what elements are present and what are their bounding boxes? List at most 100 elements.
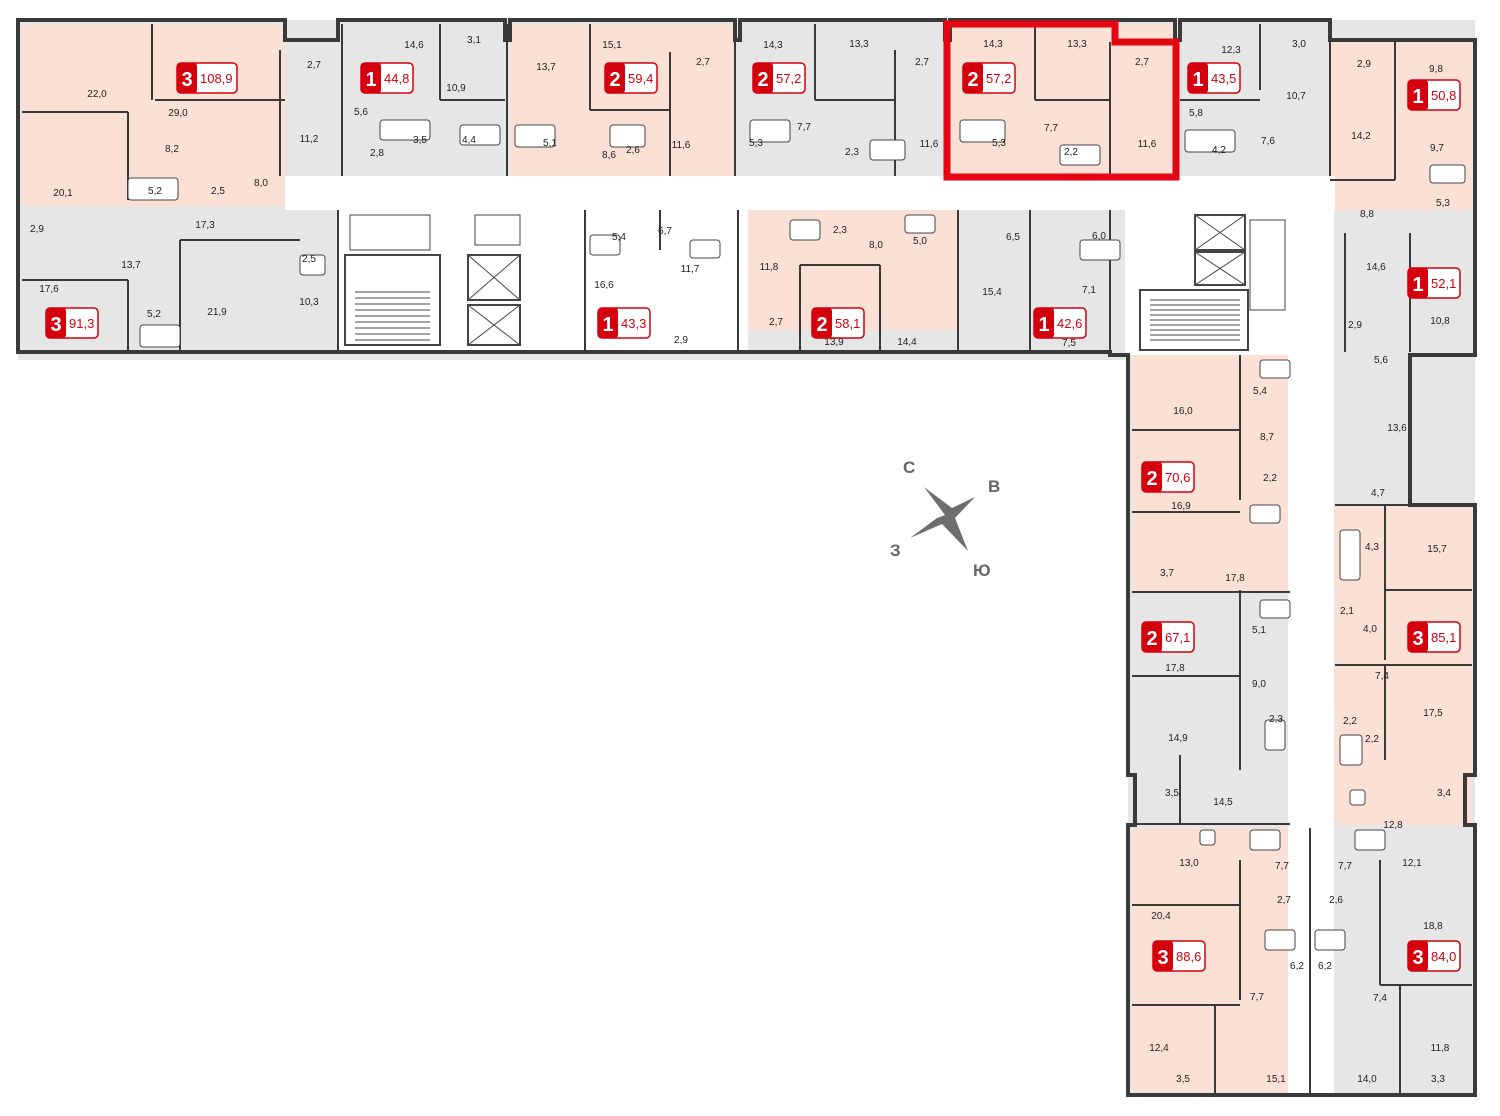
room-area-label: 6,7 — [658, 226, 672, 237]
badge-area: 42,6 — [1057, 316, 1082, 331]
badge-room-box — [605, 63, 625, 93]
room-area-label: 4,3 — [1365, 542, 1379, 553]
room-area-label: 2,7 — [915, 57, 929, 68]
badge-area: 84,0 — [1431, 949, 1456, 964]
badge-area: 44,8 — [384, 71, 409, 86]
room-area-label: 14,9 — [1168, 733, 1188, 744]
badge-room-count: 1 — [365, 69, 376, 91]
badge-area: 91,3 — [69, 316, 94, 331]
badge-area: 43,5 — [1211, 71, 1236, 86]
room-area-label: 13,9 — [824, 337, 844, 348]
room-area-label: 6,2 — [1318, 961, 1332, 972]
room-area-label: 20,4 — [1151, 911, 1171, 922]
room-area-label: 13,3 — [1067, 39, 1087, 50]
compass-star-icon — [910, 487, 975, 551]
room-area-label: 2,8 — [370, 148, 384, 159]
compass-north: С — [903, 458, 915, 477]
badge-room-count: 3 — [181, 69, 192, 91]
room-area-label: 2,7 — [696, 57, 710, 68]
room-area-label: 3,3 — [1431, 1074, 1445, 1085]
room-area-label: 12,3 — [1221, 45, 1241, 56]
badge-room-count: 1 — [1412, 274, 1423, 296]
room-area-label: 5,6 — [354, 107, 368, 118]
badge-room-box — [1142, 462, 1162, 492]
room-area-label: 7,7 — [1250, 992, 1264, 1003]
room-area-label: 13,0 — [1179, 858, 1199, 869]
room-area-label: 2,3 — [833, 225, 847, 236]
room-area-label: 13,7 — [536, 62, 556, 73]
room-area-label: 17,5 — [1423, 708, 1443, 719]
room-area-label: 17,8 — [1165, 663, 1185, 674]
badge-area: 57,2 — [986, 71, 1011, 86]
compass-west: З — [890, 541, 901, 560]
room-area-label: 7,7 — [1275, 861, 1289, 872]
room-area-label: 8,6 — [602, 150, 616, 161]
room-area-label: 3,1 — [467, 35, 481, 46]
room-area-label: 6,0 — [1092, 231, 1106, 242]
room-area-label: 2,5 — [211, 186, 225, 197]
room-area-label: 22,0 — [87, 89, 107, 100]
room-area-label: 2,9 — [1348, 320, 1362, 331]
room-area-label: 5,4 — [612, 232, 626, 243]
room-area-label: 5,8 — [1189, 108, 1203, 119]
badge-room-box — [361, 63, 381, 93]
room-area-label: 14,6 — [1366, 262, 1386, 273]
badge-area: 50,8 — [1431, 88, 1456, 103]
badge-area: 67,1 — [1165, 630, 1190, 645]
room-area-label: 3,0 — [1292, 39, 1306, 50]
badge-room-count: 2 — [609, 69, 620, 91]
room-area-label: 7,6 — [1261, 136, 1275, 147]
room-area-label: 15,1 — [602, 40, 622, 51]
room-area-label: 11,8 — [760, 262, 779, 273]
room-area-label: 6,2 — [1290, 961, 1304, 972]
room-area-label: 5,3 — [749, 138, 763, 149]
badge-room-box — [753, 63, 773, 93]
badge-room-count: 2 — [1146, 628, 1157, 650]
room-area-label: 3,5 — [413, 135, 427, 146]
badge-area: 59,4 — [628, 71, 653, 86]
room-area-label: 2,9 — [674, 335, 688, 346]
badge-area: 70,6 — [1165, 470, 1190, 485]
room-area-label: 14,3 — [983, 39, 1003, 50]
room-area-label: 8,0 — [254, 178, 268, 189]
room-area-label: 5,2 — [148, 186, 162, 197]
room-area-label: 5,2 — [147, 309, 161, 320]
room-area-label: 15,1 — [1266, 1074, 1286, 1085]
stair-core-right — [1139, 214, 1286, 351]
badge-room-count: 2 — [1146, 468, 1157, 490]
selected-apartment-outline[interactable] — [943, 20, 1180, 181]
room-area-label: 2,9 — [30, 224, 44, 235]
stair-core-left — [344, 214, 521, 346]
room-area-label: 16,0 — [1173, 406, 1193, 417]
room-area-label: 14,6 — [404, 40, 424, 51]
room-area-label: 8,0 — [869, 240, 883, 251]
room-area-label: 12,1 — [1402, 858, 1422, 869]
room-area-label: 11,7 — [681, 264, 700, 275]
room-area-label: 11,2 — [300, 134, 319, 145]
room-area-label: 13,6 — [1387, 423, 1407, 434]
room-area-label: 12,8 — [1383, 820, 1403, 831]
room-area-label: 2,5 — [302, 254, 316, 265]
badge-room-box — [963, 63, 983, 93]
room-area-label: 14,2 — [1351, 131, 1371, 142]
badge-room-count: 1 — [602, 314, 613, 336]
room-area-label: 3,5 — [1165, 788, 1179, 799]
room-area-label: 11,8 — [1431, 1043, 1450, 1054]
